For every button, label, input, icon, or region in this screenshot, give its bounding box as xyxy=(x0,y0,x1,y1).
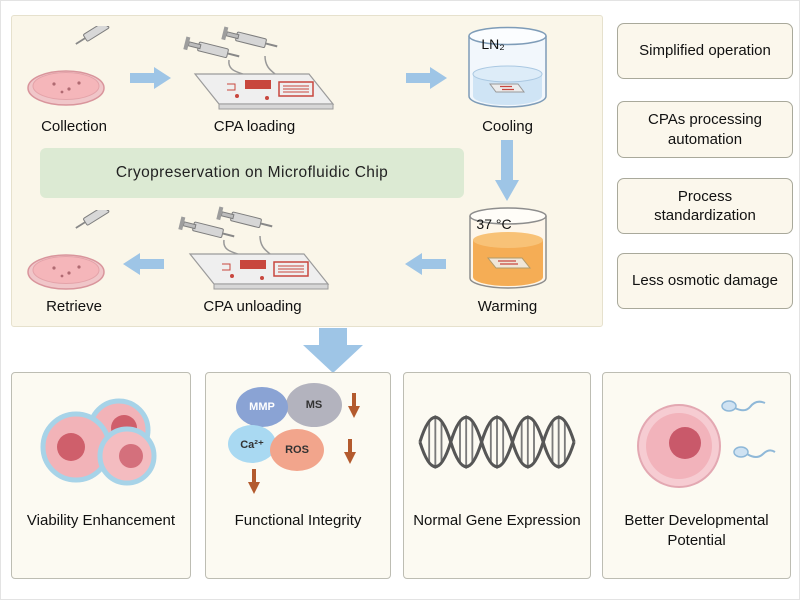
functional-integrity-bubbles-icon: MS MMP Ca²⁺ ROS xyxy=(206,381,390,503)
step-label-cpa-unloading: CPA unloading xyxy=(203,298,302,315)
oocyte-sperm-icon xyxy=(603,381,790,503)
step-label-retrieve: Retrieve xyxy=(46,298,102,315)
ros-bubble: ROS xyxy=(270,429,324,471)
step-label-cpa-loading: CPA loading xyxy=(213,118,296,135)
calcium-bubble: Ca²⁺ xyxy=(228,425,276,463)
step-label-warming: Warming xyxy=(477,298,538,315)
outcome-label: Functional Integrity xyxy=(234,512,362,529)
dna-helix-icon xyxy=(404,381,590,503)
benefit-label: Simplified operation xyxy=(639,42,771,60)
benefit-label: Process standardization xyxy=(654,187,756,225)
arrow-left-icon xyxy=(122,252,164,276)
step-label-cooling: Cooling xyxy=(482,118,533,135)
arrow-right-icon xyxy=(130,66,172,90)
warming-temp-label: 37 °C xyxy=(476,216,512,232)
ln2-label: LN₂ xyxy=(481,36,505,52)
mmp-bubble: MMP xyxy=(236,387,288,427)
down-regulation-arrow-icon xyxy=(348,393,360,419)
arrow-down-icon xyxy=(494,140,520,202)
microfluidic-chip-loading-icon xyxy=(167,22,342,117)
big-arrow-down-icon xyxy=(297,328,369,374)
benefit-box-cpas-automation: CPAs processing automation xyxy=(617,101,793,158)
ms-bubble: MS xyxy=(286,383,342,427)
down-regulation-arrow-icon xyxy=(248,469,260,495)
outcome-label: Better Developmental Potential xyxy=(624,512,769,550)
outcome-box-functional-integrity: MS MMP Ca²⁺ ROS Functional Integrity xyxy=(205,372,391,579)
petri-dish-collection-icon xyxy=(24,26,124,114)
outcome-label: Viability Enhancement xyxy=(26,512,176,529)
microfluidic-chip-unloading-icon xyxy=(162,202,337,297)
outcome-box-gene-expression: Normal Gene Expression xyxy=(403,372,591,579)
petri-dish-retrieve-icon xyxy=(24,210,124,298)
arrow-left-icon xyxy=(404,252,446,276)
cells-icon xyxy=(12,381,190,503)
benefit-box-standardization: Process standardization xyxy=(617,178,793,234)
outcome-box-viability: Viability Enhancement xyxy=(11,372,191,579)
arrow-right-icon xyxy=(406,66,448,90)
outcome-label: Normal Gene Expression xyxy=(413,512,581,529)
benefit-box-simplified-operation: Simplified operation xyxy=(617,23,793,79)
liquid-nitrogen-container-icon xyxy=(460,24,555,112)
chip-caption-box: Cryopreservation on Microfluidic Chip xyxy=(40,148,464,198)
step-label-collection: Collection xyxy=(41,118,107,135)
down-regulation-arrow-icon xyxy=(344,439,356,465)
benefit-label: Less osmotic damage xyxy=(632,272,778,290)
outcome-box-developmental-potential: Better Developmental Potential xyxy=(602,372,791,579)
workflow-panel: Collection xyxy=(11,15,603,327)
warming-beaker-icon xyxy=(462,206,554,294)
benefit-box-less-osmotic-damage: Less osmotic damage xyxy=(617,253,793,309)
benefit-label: CPAs processing automation xyxy=(648,111,762,148)
